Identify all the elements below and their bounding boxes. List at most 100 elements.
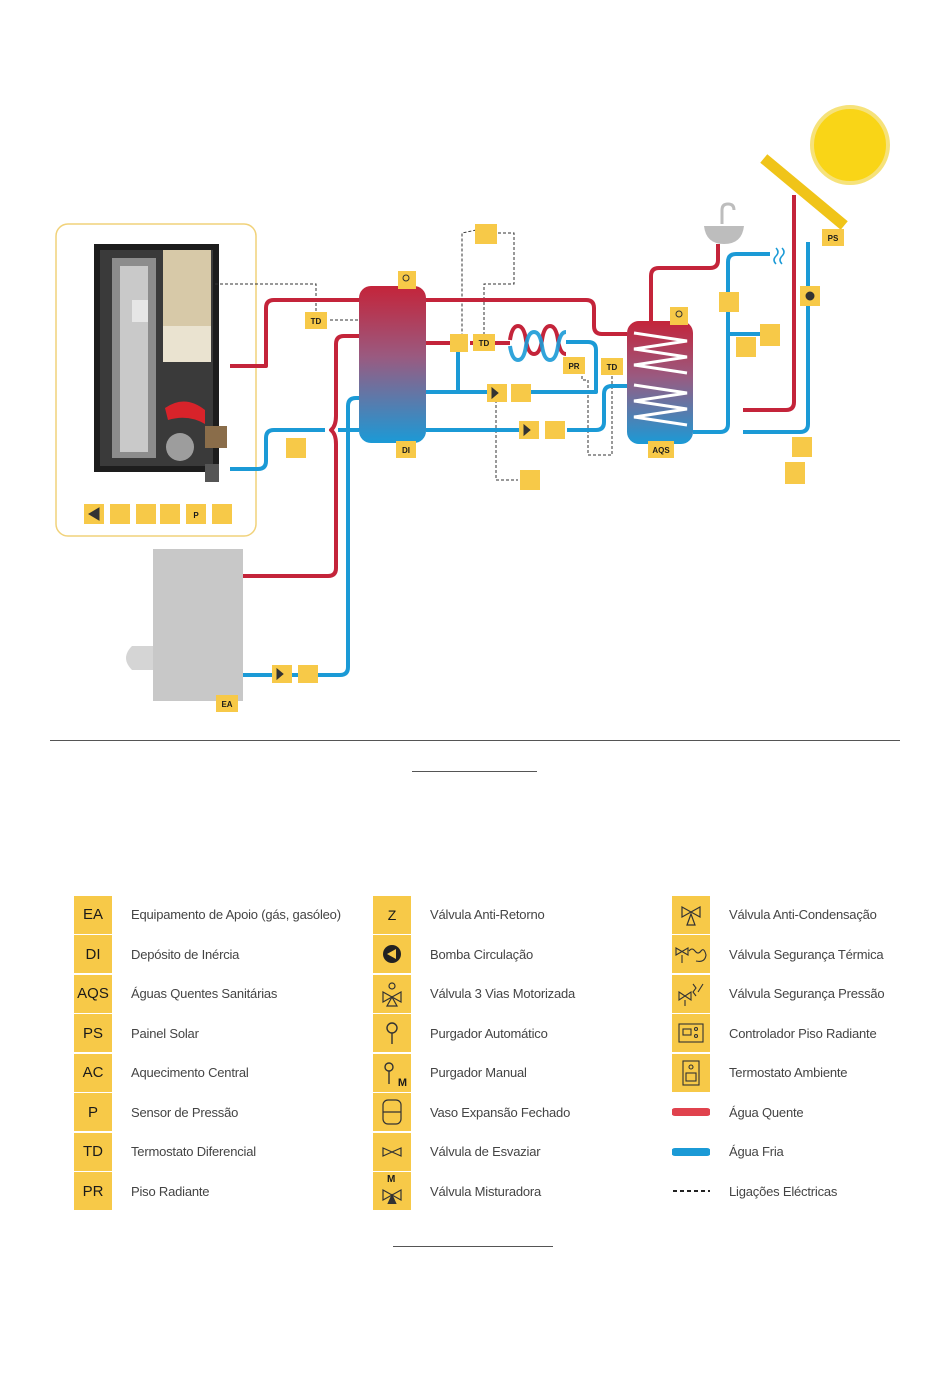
room-thermostat-icon	[520, 470, 540, 490]
legend-item: Válvula 3 Vias Motorizada	[373, 974, 575, 1014]
aqs-tank	[627, 321, 693, 444]
legend-label: Válvula 3 Vias Motorizada	[430, 986, 576, 1002]
di-badge: DI	[402, 446, 410, 455]
hot-water-line-icon	[672, 1093, 710, 1131]
legend-item: Z Válvula Anti-Retorno	[373, 895, 575, 935]
legend-label: Controlador Piso Radiante	[729, 1025, 877, 1041]
aqs-check-valve-icon	[545, 421, 565, 439]
solar-safety-valve-icon	[792, 437, 812, 457]
sun-icon	[810, 105, 890, 185]
legend-code: AC	[74, 1053, 112, 1092]
legend-label: Termostato Diferencial	[131, 1144, 256, 1160]
legend-label: Sensor de Pressão	[131, 1104, 239, 1120]
legend-item: Bomba Circulação	[373, 935, 575, 975]
floor-controller-icon	[475, 224, 497, 244]
legend-label: Água Quente	[729, 1104, 804, 1120]
aqs-badge: AQS	[652, 446, 670, 455]
pr-badge: PR	[568, 362, 579, 371]
three-way-valve-icon	[450, 334, 468, 352]
legend-item: Válvula Segurança Térmica	[672, 935, 884, 975]
legend-components-2: Válvula Anti-Condensação Válvula Seguran…	[672, 895, 885, 1212]
room-thermostat-icon	[672, 1053, 710, 1092]
legend-label: Purgador Manual	[430, 1065, 527, 1081]
diagram-separator	[50, 740, 900, 741]
legend-label: Válvula Anti-Condensação	[729, 907, 877, 923]
legend-components: Z Válvula Anti-Retorno Bomba Circulação …	[373, 895, 575, 1211]
legend-label: Termostato Ambiente	[729, 1065, 848, 1081]
legend-item: DI Depósito de Inércia	[74, 935, 341, 975]
legend-label: Válvula Misturadora	[430, 1183, 542, 1199]
legend-item: Válvula de Esvaziar	[373, 1132, 575, 1172]
boiler-pressure-sensor-badge	[186, 504, 206, 524]
manual-purger-icon: M	[373, 1053, 411, 1092]
support-equipment	[126, 549, 243, 701]
legend-code: P	[74, 1093, 112, 1132]
td-badge-3: TD	[607, 363, 618, 372]
mixing-valve-letter: M	[387, 1174, 396, 1186]
legend-item: Controlador Piso Radiante	[672, 1014, 884, 1054]
sanitary-check-valve-icon	[719, 292, 739, 312]
legend-label: Válvula de Esvaziar	[430, 1144, 541, 1160]
legend-code: DI	[74, 935, 112, 974]
legend-label: Depósito de Inércia	[131, 946, 240, 962]
legend-label: Aquecimento Central	[131, 1065, 249, 1081]
legend-code: TD	[74, 1132, 112, 1171]
legend-item: Água Fria	[672, 1132, 884, 1172]
legend-item: Termostato Ambiente	[672, 1053, 884, 1093]
anti-condensation-valve-icon	[672, 895, 710, 934]
legend-label: Purgador Automático	[430, 1025, 548, 1041]
legend-label: Vaso Expansão Fechado	[430, 1104, 571, 1120]
di-check-valve-icon	[511, 384, 531, 402]
td-badge-2: TD	[479, 339, 490, 348]
ps-badge: PS	[828, 234, 839, 243]
sink-icon	[704, 202, 744, 244]
legend-label: Válvula Anti-Retorno	[430, 907, 545, 923]
cold-water-pipes	[230, 242, 810, 677]
biomass-boiler	[94, 244, 227, 482]
legend-item: Purgador Automático	[373, 1014, 575, 1054]
legend-code: PR	[74, 1172, 112, 1211]
legend-label: Equipamento de Apoio (gás, gasóleo)	[131, 907, 341, 923]
solar-panel	[760, 154, 848, 230]
legend-item: TD Termostato Diferencial	[74, 1132, 341, 1172]
boiler-manual-purger-icon	[136, 504, 156, 524]
ea-check-valve-icon	[298, 665, 318, 683]
electrical-connection-line-icon	[672, 1172, 710, 1210]
circulation-pump-icon	[373, 935, 411, 974]
cold-water-line-icon	[672, 1133, 710, 1171]
drain-valve-icon	[373, 1132, 411, 1171]
legend-label: Bomba Circulação	[430, 946, 534, 962]
ea-badge: EA	[221, 700, 232, 709]
legend-item: AC Aquecimento Central	[74, 1053, 341, 1093]
aqs-purger-icon	[670, 307, 688, 325]
di-purger-icon	[398, 271, 416, 289]
boiler-pressure-safety-valve-icon	[212, 504, 232, 524]
boiler-expansion-vessel-icon	[160, 504, 180, 524]
sanitary-expansion-vessel-icon	[760, 324, 780, 346]
legend-label: Painel Solar	[131, 1025, 199, 1041]
boiler-frame	[55, 223, 257, 537]
pressure-safety-valve-icon	[672, 974, 710, 1013]
radiant-floor-coil	[508, 323, 567, 363]
short-divider-top	[412, 771, 537, 772]
thermal-safety-valve-icon	[672, 935, 710, 974]
steam-icon	[773, 247, 785, 265]
legend-item: Vaso Expansão Fechado	[373, 1093, 575, 1133]
check-valve-icon: Z	[373, 895, 411, 934]
legend-item: M Purgador Manual	[373, 1053, 575, 1093]
motorized-3-way-valve-icon	[373, 974, 411, 1013]
automatic-purger-icon	[373, 1014, 411, 1053]
legend-label: Águas Quentes Sanitárias	[131, 986, 278, 1002]
td-badge-1: TD	[311, 317, 322, 326]
ac-expansion-vessel-icon	[286, 438, 306, 458]
mixing-valve-icon: M	[373, 1172, 411, 1211]
legend-label: Água Fria	[729, 1144, 784, 1160]
legend-item: Ligações Eléctricas	[672, 1172, 884, 1212]
short-divider-bottom	[393, 1246, 553, 1247]
legend-label: Ligações Eléctricas	[729, 1183, 838, 1199]
hot-water-pipes	[230, 195, 796, 578]
